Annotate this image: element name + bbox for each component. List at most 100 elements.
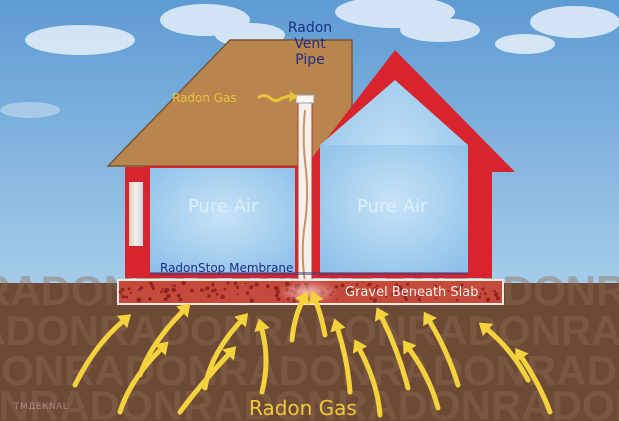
gravel-dot (265, 284, 270, 289)
gravel-dot (406, 282, 410, 286)
gravel-dot (373, 287, 378, 292)
gravel-dot (434, 284, 437, 288)
gravel-dot (335, 298, 338, 301)
gravel-dot (199, 288, 204, 292)
gravel-dot (129, 291, 133, 294)
gravel-dot (226, 281, 230, 285)
gravel-dot (161, 287, 164, 290)
gravel-dot (233, 281, 238, 286)
gravel-dot (165, 287, 170, 293)
gravel-dot (249, 298, 254, 303)
gravel-dot (479, 292, 482, 295)
gravel-dot (159, 290, 163, 294)
pure-air-right-label: Pure Air (357, 196, 428, 217)
gravel-dot (385, 295, 388, 298)
radon-arrow-shaft (357, 347, 383, 418)
gravel-dot (403, 295, 407, 299)
gravel-dot (153, 288, 155, 291)
gravel-dot (358, 288, 361, 292)
gravel-dot (118, 290, 122, 294)
vent-label-line-3: Pipe (295, 52, 325, 68)
radon-vent-pipe-label: Radon Vent Pipe (265, 20, 355, 68)
gravel-dot (254, 282, 259, 287)
gravel-dot (352, 291, 355, 294)
gravel-dot (485, 297, 491, 302)
gravel-dot (417, 297, 421, 302)
radon-arrow-shaft (335, 327, 353, 395)
gravel-dot (203, 289, 206, 291)
gravel-dot (496, 296, 500, 301)
background-word-row: RADONRADONRADONRADONRADONRADON (0, 382, 619, 421)
gravel-dot (245, 291, 250, 295)
gravel-dot (369, 297, 373, 300)
gravel-dot (478, 295, 481, 299)
pipe-base-glow (278, 280, 338, 304)
gravel-dot (235, 285, 239, 289)
gravel-dot (495, 293, 498, 296)
radon-arrow-shaft (289, 299, 305, 343)
gravel-dot (434, 297, 437, 300)
gravel-dot (456, 288, 459, 291)
radon-arrow-head (478, 322, 494, 337)
gravel-dot (392, 291, 398, 296)
gravel-dot (190, 288, 194, 293)
radon-arrow-shaft (177, 352, 231, 415)
gravel-dot (376, 284, 379, 288)
gravel-dot (415, 294, 418, 297)
radon-arrow-shaft (72, 319, 125, 388)
left-room (150, 168, 295, 273)
radon-arrow-shaft (519, 355, 553, 415)
gravel-dot (405, 298, 408, 302)
vent-label-line-2: Vent (294, 36, 326, 52)
gravel-dot (120, 293, 123, 296)
radonstop-membrane-label: RadonStop Membrane (160, 261, 294, 275)
gravel-dot (178, 297, 183, 302)
gravel-dot (395, 283, 399, 287)
gravel-beneath-slab-label: Gravel Beneath Slab (345, 285, 479, 300)
gravel-dot (149, 298, 152, 301)
radon-arrow-head (294, 291, 310, 306)
vent-gas-streak (301, 109, 309, 283)
gravel-dot (274, 286, 279, 291)
radon-arrow-shaft (485, 327, 531, 383)
gravel-dot (166, 293, 171, 299)
gravel-dot (412, 287, 416, 291)
gravel-dot (171, 287, 177, 293)
gravel-dot (370, 290, 373, 293)
radon-arrow-head (254, 318, 270, 333)
gravel-dot (236, 293, 239, 295)
gravel-dot (140, 286, 144, 290)
radon-arrow-head (403, 340, 417, 355)
radon-arrow-shaft (407, 347, 441, 411)
gravel-dot (394, 288, 397, 290)
gravel-dot (454, 290, 458, 293)
gravel-dot (213, 288, 217, 292)
clouds (0, 0, 619, 118)
left-wing-window (129, 182, 143, 246)
gravel-dot (459, 287, 462, 289)
radon-arrow-shaft (427, 319, 461, 388)
gravel-dot (400, 290, 404, 295)
gravel-dot (347, 288, 352, 293)
gravel-dot (493, 289, 496, 293)
gravel-dot (378, 294, 380, 297)
gravel-dot (163, 297, 168, 302)
radon-vent-pipe (297, 101, 313, 287)
gravel-dot (249, 285, 254, 290)
radon-arrow-shaft (379, 315, 411, 391)
radon-gas-top-label: Radon Gas (172, 91, 237, 105)
radon-arrow-head (374, 307, 390, 322)
gravel-dot (340, 283, 345, 288)
gravel-dot (138, 288, 142, 292)
gravel-dot (223, 288, 227, 291)
gravel-dot (136, 297, 142, 303)
gravel-dot (274, 293, 279, 298)
gravel-dot (127, 287, 131, 291)
gravel-dot (366, 284, 370, 287)
gravel-dot (484, 292, 487, 296)
radon-arrow-head (330, 318, 346, 333)
gravel-dot (121, 295, 125, 299)
radon-arrow-head (154, 341, 169, 356)
radon-gas-arrows (72, 290, 553, 418)
